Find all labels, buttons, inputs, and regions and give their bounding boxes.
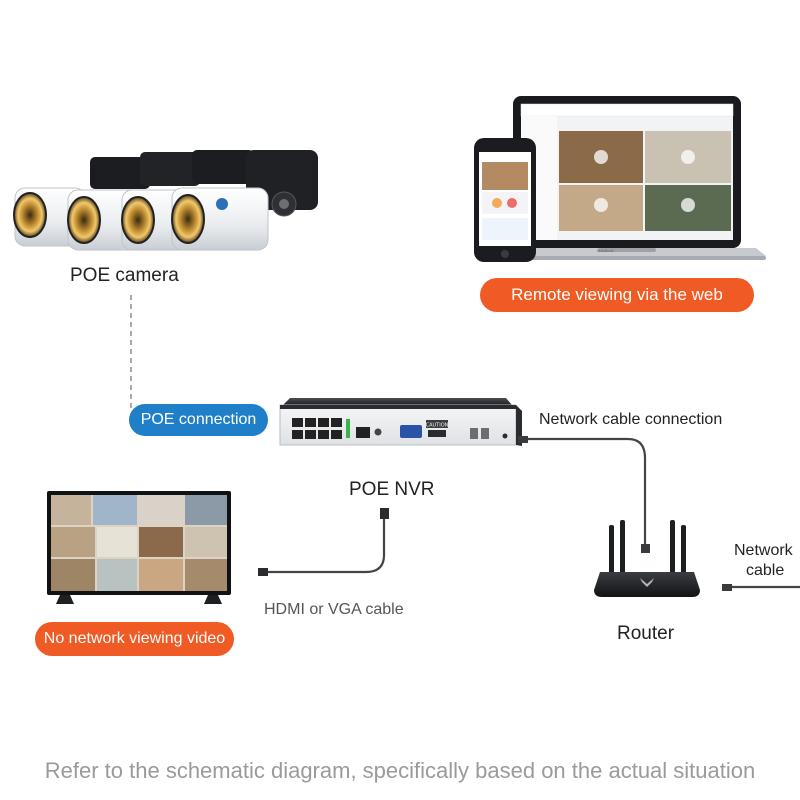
nvr-lan-ports bbox=[292, 418, 350, 439]
router-device bbox=[594, 520, 700, 597]
hdmi-vga-label: HDMI or VGA cable bbox=[264, 601, 404, 618]
nvr-caution-label bbox=[426, 420, 448, 428]
nvr-hdmi-port bbox=[428, 430, 446, 437]
nvr-vga-port bbox=[400, 425, 422, 438]
router-label: Router bbox=[617, 623, 675, 644]
network-cable-label-line2: cable bbox=[746, 562, 785, 579]
nvr-wan-port bbox=[356, 427, 370, 438]
router-logo-icon bbox=[640, 578, 654, 587]
laptop-brand-text: MacBook bbox=[597, 248, 614, 253]
poe-nvr-device: CAUTION bbox=[279, 398, 522, 446]
play-icon bbox=[594, 198, 608, 212]
nvr-caution-text: CAUTION bbox=[426, 423, 449, 429]
poe-nvr-label: POE NVR bbox=[349, 479, 435, 500]
network-cable-connection-label: Network cable connection bbox=[539, 411, 723, 428]
nvr-usb-port-1 bbox=[470, 428, 478, 439]
laptop-illustration bbox=[488, 96, 766, 260]
remote-viewing-badge: Remote viewing via the web bbox=[480, 278, 754, 312]
network-cable-nvr-router bbox=[518, 436, 650, 553]
play-icon bbox=[594, 150, 608, 164]
poe-connection-badge: POE connection bbox=[129, 404, 268, 436]
camera-mount-1 bbox=[90, 157, 150, 189]
poe-camera-group bbox=[13, 150, 318, 251]
no-network-viewing-badge: No network viewing video bbox=[35, 622, 234, 656]
nvr-power-jack bbox=[374, 428, 382, 436]
nvr-usb-port-2 bbox=[481, 428, 489, 439]
camera-mount-3 bbox=[192, 150, 254, 184]
poe-camera-label: POE camera bbox=[70, 265, 179, 286]
hdmi-vga-cable bbox=[258, 508, 389, 576]
phone-illustration bbox=[474, 138, 536, 262]
camera-mount-2 bbox=[140, 152, 200, 186]
tv-illustration bbox=[47, 491, 231, 604]
play-icon bbox=[681, 150, 695, 164]
network-cable-router-out bbox=[722, 584, 800, 591]
camera-logo-icon bbox=[216, 198, 228, 210]
network-cable-label-line1: Network bbox=[734, 542, 793, 559]
footer-note: Refer to the schematic diagram, specific… bbox=[44, 758, 756, 783]
camera-4 bbox=[171, 187, 269, 251]
play-icon bbox=[681, 198, 695, 212]
